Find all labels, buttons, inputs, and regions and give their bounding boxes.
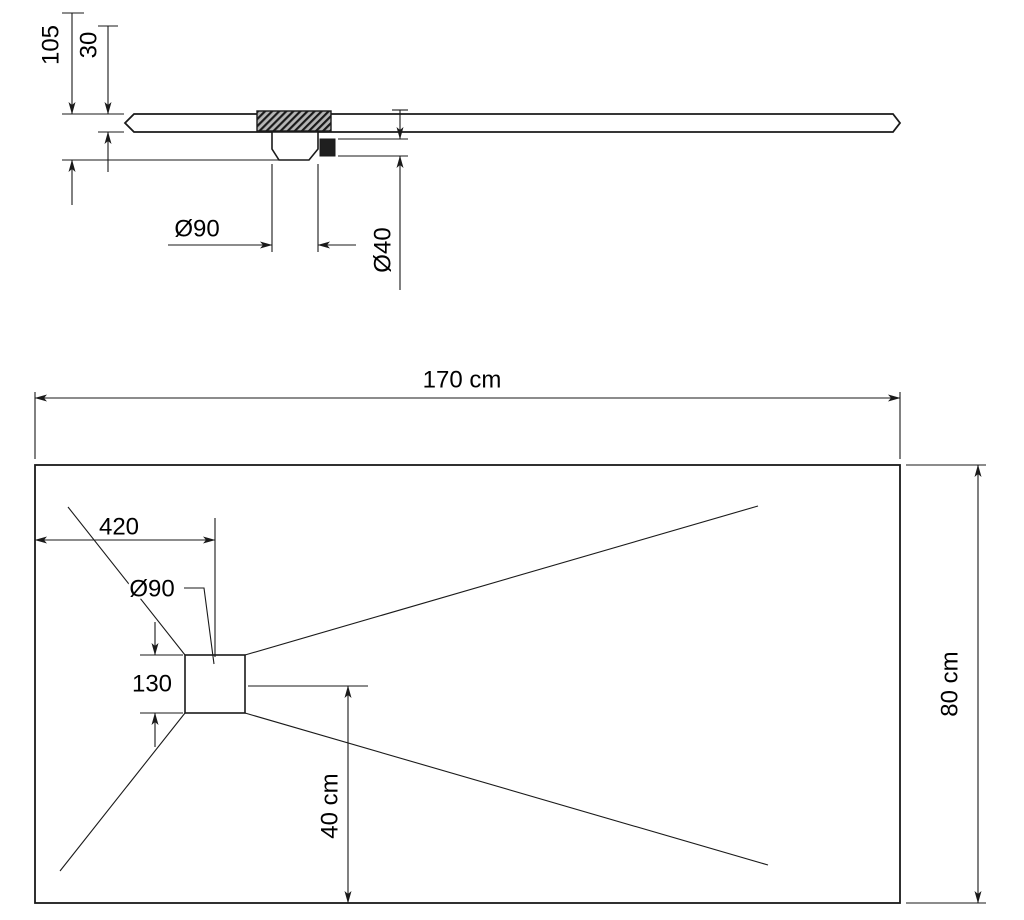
slope-line-top-right [244,505,759,656]
drain-cap-hatched [256,110,332,132]
dim-tray-thickness-label: 30 [76,32,103,59]
dim-width: 80 cm [906,464,986,904]
slope-line-bottom-left [59,712,186,872]
dim-drain-offset-bottom: 40 cm [248,685,368,904]
dim-length-label: 170 cm [423,367,502,394]
dim-drain-offset-left: 420 [34,511,216,657]
dim-length: 170 cm [34,364,901,459]
dim-tray-thickness: 30 [73,25,124,172]
dim-outlet-diameter: Ø40 [338,109,408,290]
drain-trap [271,131,319,161]
drain-diameter-leader: Ø90 [127,573,215,665]
dim-drain-offset-bottom-label: 40 cm [317,773,344,838]
outlet-pipe [319,138,336,157]
dim-flange-diameter-label: Ø90 [174,216,219,243]
dim-overall-height: 105 [35,12,279,205]
slope-line-bottom-right [244,712,769,866]
dim-overall-height-label: 105 [38,25,65,65]
plan-view: 170 cm 80 cm 420 Ø90 130 [34,364,986,904]
drain-diameter-label: Ø90 [129,576,174,603]
dim-width-label: 80 cm [937,651,964,716]
dim-outlet-diameter-label: Ø40 [370,227,397,272]
side-view: 105 30 Ø90 Ø40 [35,12,902,290]
dim-flange-diameter: Ø90 [168,164,356,252]
slope-line-top-left [67,506,186,656]
dim-drain-offset-left-label: 420 [99,514,139,541]
tray-profile [123,113,902,133]
drain-square [184,654,246,714]
leader-line [184,587,215,665]
dim-drain-square: 130 [129,622,183,747]
dim-drain-square-label: 130 [132,671,172,698]
